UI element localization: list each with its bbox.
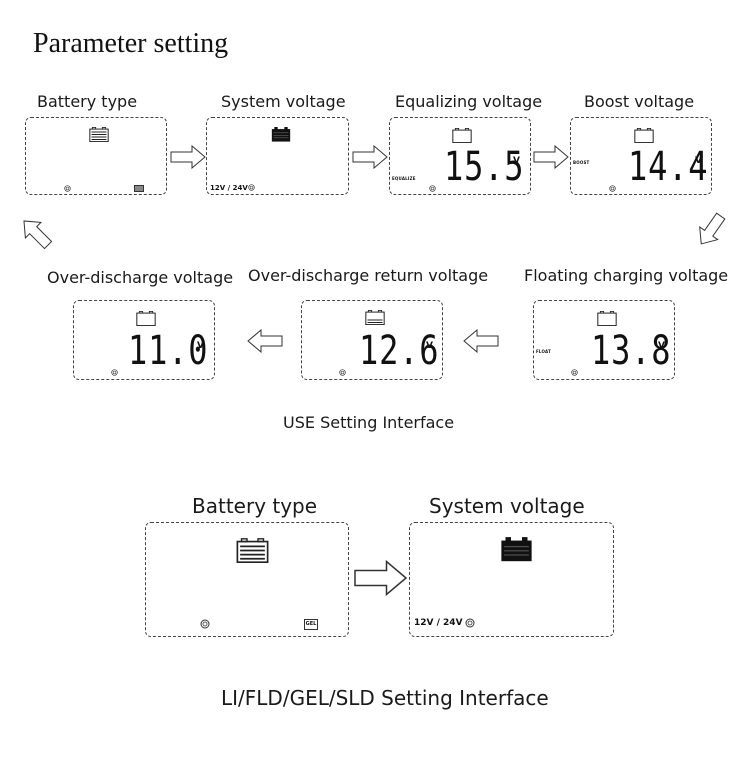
battery-type-badge-icon	[134, 185, 144, 192]
panel-label-boost-voltage: Boost voltage	[584, 92, 695, 111]
li-panel-label-battery-type: Battery type	[192, 494, 318, 518]
li-setting-caption: LI/FLD/GEL/SLD Setting Interface	[221, 686, 549, 710]
arrow-right-icon	[353, 560, 408, 596]
battery-empty-icon	[634, 128, 654, 143]
battery-dark-icon	[500, 537, 533, 562]
boost-tag: BOOST	[573, 160, 590, 165]
lcd-panel-boost-voltage: 14.4 V BOOST	[570, 117, 712, 195]
lcd-panel-battery-type	[25, 117, 167, 195]
gear-icon	[111, 369, 118, 376]
lcd-panel-floating-charging-voltage: 13.8 V FLOAT	[533, 300, 675, 380]
use-setting-caption: USE Setting Interface	[283, 413, 455, 432]
arrow-right-icon	[170, 145, 206, 169]
battery-dark-icon	[271, 127, 291, 142]
equalizing-voltage-value: 15.5	[444, 144, 525, 190]
system-voltage-tag: 12V / 24V	[414, 618, 463, 628]
panel-label-over-discharge-voltage: Over-discharge voltage	[47, 268, 234, 287]
arrow-right-icon	[533, 145, 569, 169]
panel-label-over-discharge-return-voltage: Over-discharge return voltage	[248, 266, 489, 285]
unit-v: V	[695, 156, 702, 166]
gear-icon	[571, 369, 578, 376]
arrow-down-left-icon	[693, 212, 729, 248]
lcd-panel-over-discharge-voltage: 11.0 V	[73, 300, 215, 380]
system-voltage-tag: 12V / 24V	[210, 184, 248, 192]
gear-icon	[465, 618, 475, 628]
over-discharge-voltage-value: 11.0	[128, 328, 209, 374]
arrow-left-icon	[247, 329, 283, 353]
over-discharge-return-voltage-value: 12.6	[359, 328, 440, 374]
battery-half-icon	[365, 310, 385, 325]
arrow-up-left-icon	[18, 215, 54, 251]
unit-v: V	[513, 156, 520, 166]
gear-icon	[339, 369, 346, 376]
page-title: Parameter setting	[33, 28, 229, 59]
gear-icon	[609, 185, 616, 192]
panel-label-floating-charging-voltage: Floating charging voltage	[524, 266, 729, 285]
gear-icon	[429, 185, 436, 192]
panel-label-system-voltage: System voltage	[221, 92, 346, 111]
lcd-panel-system-voltage: 12V / 24V	[206, 117, 349, 195]
battery-full-icon	[89, 127, 109, 142]
gear-icon	[64, 185, 71, 192]
equalize-tag: EQUALIZE	[392, 176, 416, 181]
arrow-right-icon	[352, 145, 388, 169]
lcd-panel-equalizing-voltage: 15.5 V EQUALIZE	[389, 117, 531, 195]
li-lcd-panel-battery-type: GEL	[145, 522, 349, 637]
unit-v: V	[658, 341, 665, 351]
li-panel-label-system-voltage: System voltage	[429, 494, 585, 518]
li-lcd-panel-system-voltage: 12V / 24V	[409, 522, 614, 637]
battery-empty-icon	[136, 311, 156, 326]
float-tag: FLOAT	[536, 349, 551, 354]
gear-icon	[200, 619, 210, 629]
panel-label-equalizing-voltage: Equalizing voltage	[395, 92, 543, 111]
boost-voltage-value: 14.4	[628, 144, 709, 190]
panel-label-battery-type: Battery type	[37, 92, 138, 111]
unit-v: V	[197, 341, 204, 351]
battery-empty-icon	[597, 311, 617, 326]
floating-charging-voltage-value: 13.8	[591, 328, 672, 374]
unit-v: V	[426, 341, 433, 351]
battery-full-icon	[236, 538, 269, 563]
gel-badge-icon: GEL	[304, 619, 318, 630]
lcd-panel-over-discharge-return-voltage: 12.6 V	[301, 300, 443, 380]
gear-icon	[248, 184, 255, 191]
battery-empty-icon	[452, 128, 472, 143]
arrow-left-icon	[463, 329, 499, 353]
